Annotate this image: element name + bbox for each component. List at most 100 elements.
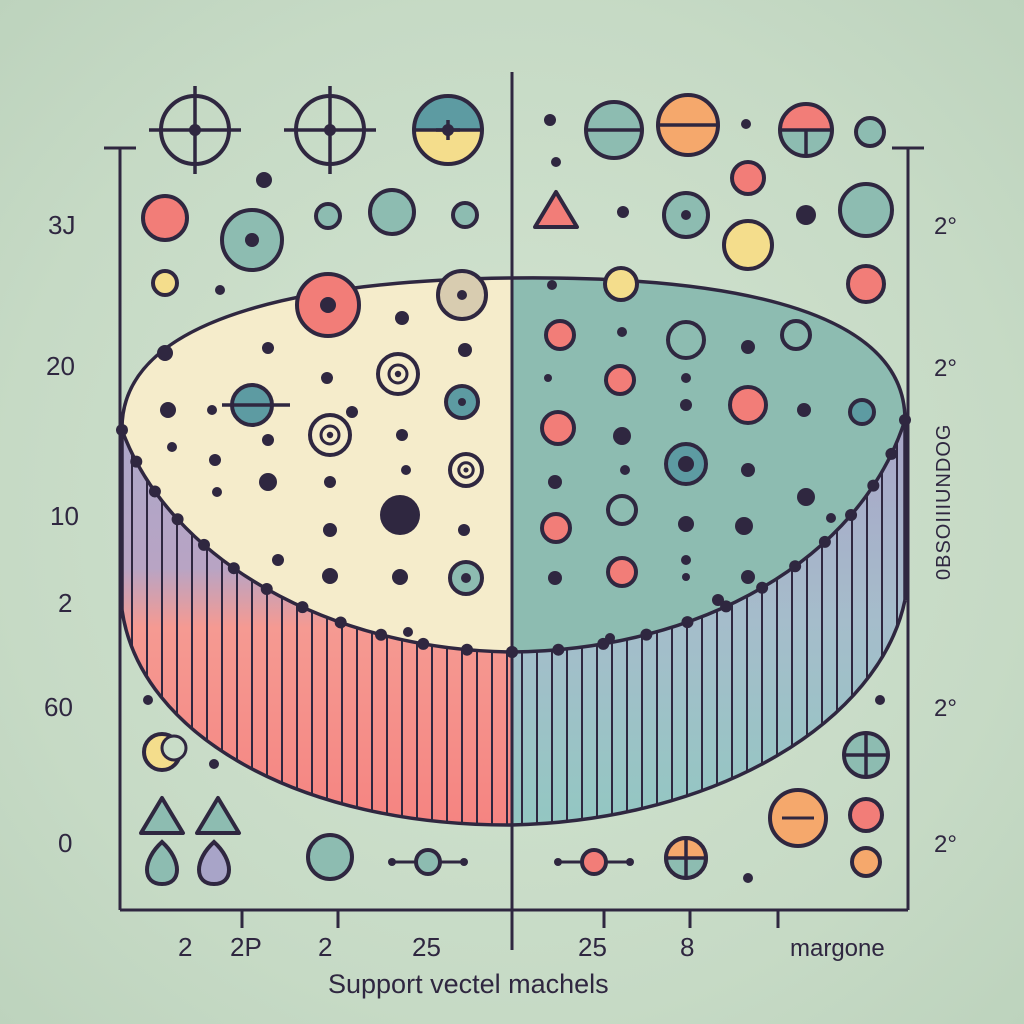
rim-dot — [171, 513, 184, 526]
triangle-marker-icon — [533, 190, 579, 229]
target-marker-icon — [308, 413, 352, 457]
dot-marker — [396, 429, 408, 441]
dot-marker — [875, 695, 885, 705]
left-tick-1: 20 — [46, 351, 75, 381]
right-tick-3: 2° — [934, 831, 957, 858]
rim-dot — [720, 600, 733, 613]
dot-marker — [741, 119, 751, 129]
triangle-marker-icon — [139, 796, 185, 835]
rim-dot — [461, 643, 474, 656]
circle-marker-icon — [540, 410, 576, 446]
rim-dot — [885, 447, 898, 460]
circle-marker-icon — [220, 208, 284, 272]
dot-marker — [712, 594, 724, 606]
rim-dot — [789, 560, 802, 573]
circle-marker-icon — [848, 797, 884, 833]
dot-marker — [143, 695, 153, 705]
dot-marker — [380, 495, 420, 535]
dot-marker — [160, 402, 176, 418]
dot-marker — [551, 157, 561, 167]
circle-marker-icon — [540, 512, 572, 544]
right-tick-2: 2° — [934, 695, 957, 722]
left-tick-2: 10 — [50, 501, 79, 531]
dot-marker — [681, 373, 691, 383]
dot-marker — [548, 571, 562, 585]
dot-marker — [743, 873, 753, 883]
circle-marker-icon — [151, 269, 179, 297]
bottom-tick-4: 25 — [578, 932, 607, 962]
left-tick-5: 0 — [58, 828, 72, 858]
dot-marker — [212, 487, 222, 497]
triangle-marker-icon — [195, 796, 241, 835]
rim-dot — [867, 479, 880, 492]
dot-marker — [324, 476, 336, 488]
dot-marker — [620, 465, 630, 475]
bottom-tick-0: 2 — [178, 932, 192, 962]
dot-marker — [548, 475, 562, 489]
left-tick-0: 3J — [48, 210, 75, 240]
diagram-caption: Support vectel machels — [328, 969, 609, 999]
circle-marker-icon — [850, 846, 882, 878]
split-circle-icon — [412, 94, 484, 166]
dot-marker — [741, 463, 755, 477]
target-marker-icon — [376, 352, 420, 396]
crosshair-icon — [436, 120, 460, 140]
dot-marker — [403, 627, 413, 637]
bottom-axis-ticks: 2 2P 2 25 25 8 margone — [178, 932, 885, 962]
circle-marker-icon — [728, 385, 768, 425]
circle-marker-icon — [295, 272, 361, 338]
dot-marker — [262, 434, 274, 446]
dot-marker — [682, 573, 690, 581]
circle-marker-icon — [314, 202, 342, 230]
dot-marker — [458, 524, 470, 536]
dot-marker — [826, 513, 836, 523]
drop-icon — [145, 839, 179, 887]
circle-marker-icon — [141, 194, 189, 242]
rim-dot — [116, 424, 128, 436]
line-marker-icon — [388, 848, 468, 876]
left-tick-4: 60 — [44, 692, 73, 722]
dot-marker — [272, 554, 284, 566]
circle-marker-icon — [722, 219, 774, 271]
dot-marker — [215, 285, 225, 295]
circle-marker-icon — [730, 160, 766, 196]
rim-dot — [818, 535, 831, 548]
dot-marker — [797, 403, 811, 417]
circle-marker-icon — [451, 201, 479, 229]
dot-marker — [741, 570, 755, 584]
dot-marker — [207, 405, 217, 415]
circle-marker-icon — [544, 319, 576, 351]
dot-marker — [796, 205, 816, 225]
drop-icon — [197, 839, 231, 887]
dot-marker — [167, 442, 177, 452]
dot-marker — [392, 569, 408, 585]
circle-marker-icon — [368, 188, 416, 236]
rim-dot — [130, 455, 143, 468]
line-marker-icon — [554, 848, 634, 876]
right-tick-0: 2° — [934, 213, 957, 240]
rim-dot — [845, 509, 858, 522]
left-tick-3: 2 — [58, 588, 72, 618]
plus-circle-icon — [842, 731, 890, 779]
rim-dot — [506, 646, 518, 658]
target-marker-icon — [448, 452, 484, 488]
dot-marker — [681, 555, 691, 565]
left-axis-ticks: 3J 20 10 2 60 0 — [44, 210, 79, 858]
circle-marker-icon — [448, 560, 484, 596]
margin-region-left — [121, 278, 512, 652]
rim-dot — [681, 616, 694, 629]
circle-marker-icon — [606, 556, 638, 588]
dot-marker — [322, 568, 338, 584]
dot-marker — [544, 374, 552, 382]
bottom-tick-1: 2P — [230, 932, 262, 962]
dot-marker — [741, 340, 755, 354]
split-circle-icon — [584, 100, 644, 160]
crosshair-icon — [149, 86, 241, 174]
circle-marker-icon — [444, 384, 480, 420]
circle-marker-icon — [306, 833, 354, 881]
dot-marker — [401, 465, 411, 475]
circle-marker-icon — [436, 269, 488, 321]
dot-marker — [797, 488, 815, 506]
right-axis-ticks: 2° 2° 2° 2° 0BSOIIIUNDOG — [933, 213, 957, 858]
